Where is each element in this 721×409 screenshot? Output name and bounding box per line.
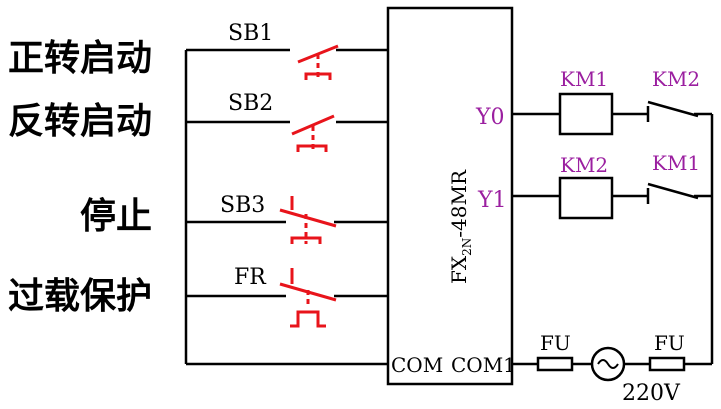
y1-label: Y1 [477,188,507,213]
km1-nc-contact [647,182,699,200]
km2-coil-label: KM2 [560,153,608,177]
sb1-switch [297,44,339,80]
fr-label: FR [234,265,267,290]
svg-text:FX2N-48MR: FX2N-48MR [447,169,474,284]
voltage-label: 220V [622,381,681,406]
plc-model-tail: -48MR [447,169,471,238]
km1-coil-label: KM1 [560,67,608,91]
sb1-label: SB1 [228,21,273,46]
km2-coil [558,176,614,220]
com1-label: COM1 [451,353,516,377]
plc-model-main: FX [447,255,471,284]
fu-left-label: FU [540,331,571,355]
sb3-label: SB3 [220,193,265,218]
fuse-left [536,356,574,372]
label-reverse-start: 反转启动 [8,101,152,142]
sb2-switch [291,114,335,152]
sine-wave-icon [597,359,619,369]
sb2-label: SB2 [228,91,273,116]
sb3-switch [279,196,337,244]
plc-box [386,6,514,386]
y0-label: Y0 [475,105,505,130]
km2-contact-label: KM2 [652,67,700,91]
fr-switch [279,268,337,328]
com-label: COM [391,353,443,377]
fuse-right [648,356,686,372]
label-forward-start: 正转启动 [8,38,152,79]
fu-right-label: FU [654,331,685,355]
km2-nc-contact [647,100,699,118]
km1-contact-label: KM1 [652,151,700,175]
km1-coil [558,92,614,136]
plc-model-label: FX2N-48MR [447,169,474,284]
plc-model-sub: 2N [460,238,474,256]
label-overload: 过载保护 [8,276,152,317]
label-stop: 停止 [80,196,152,237]
